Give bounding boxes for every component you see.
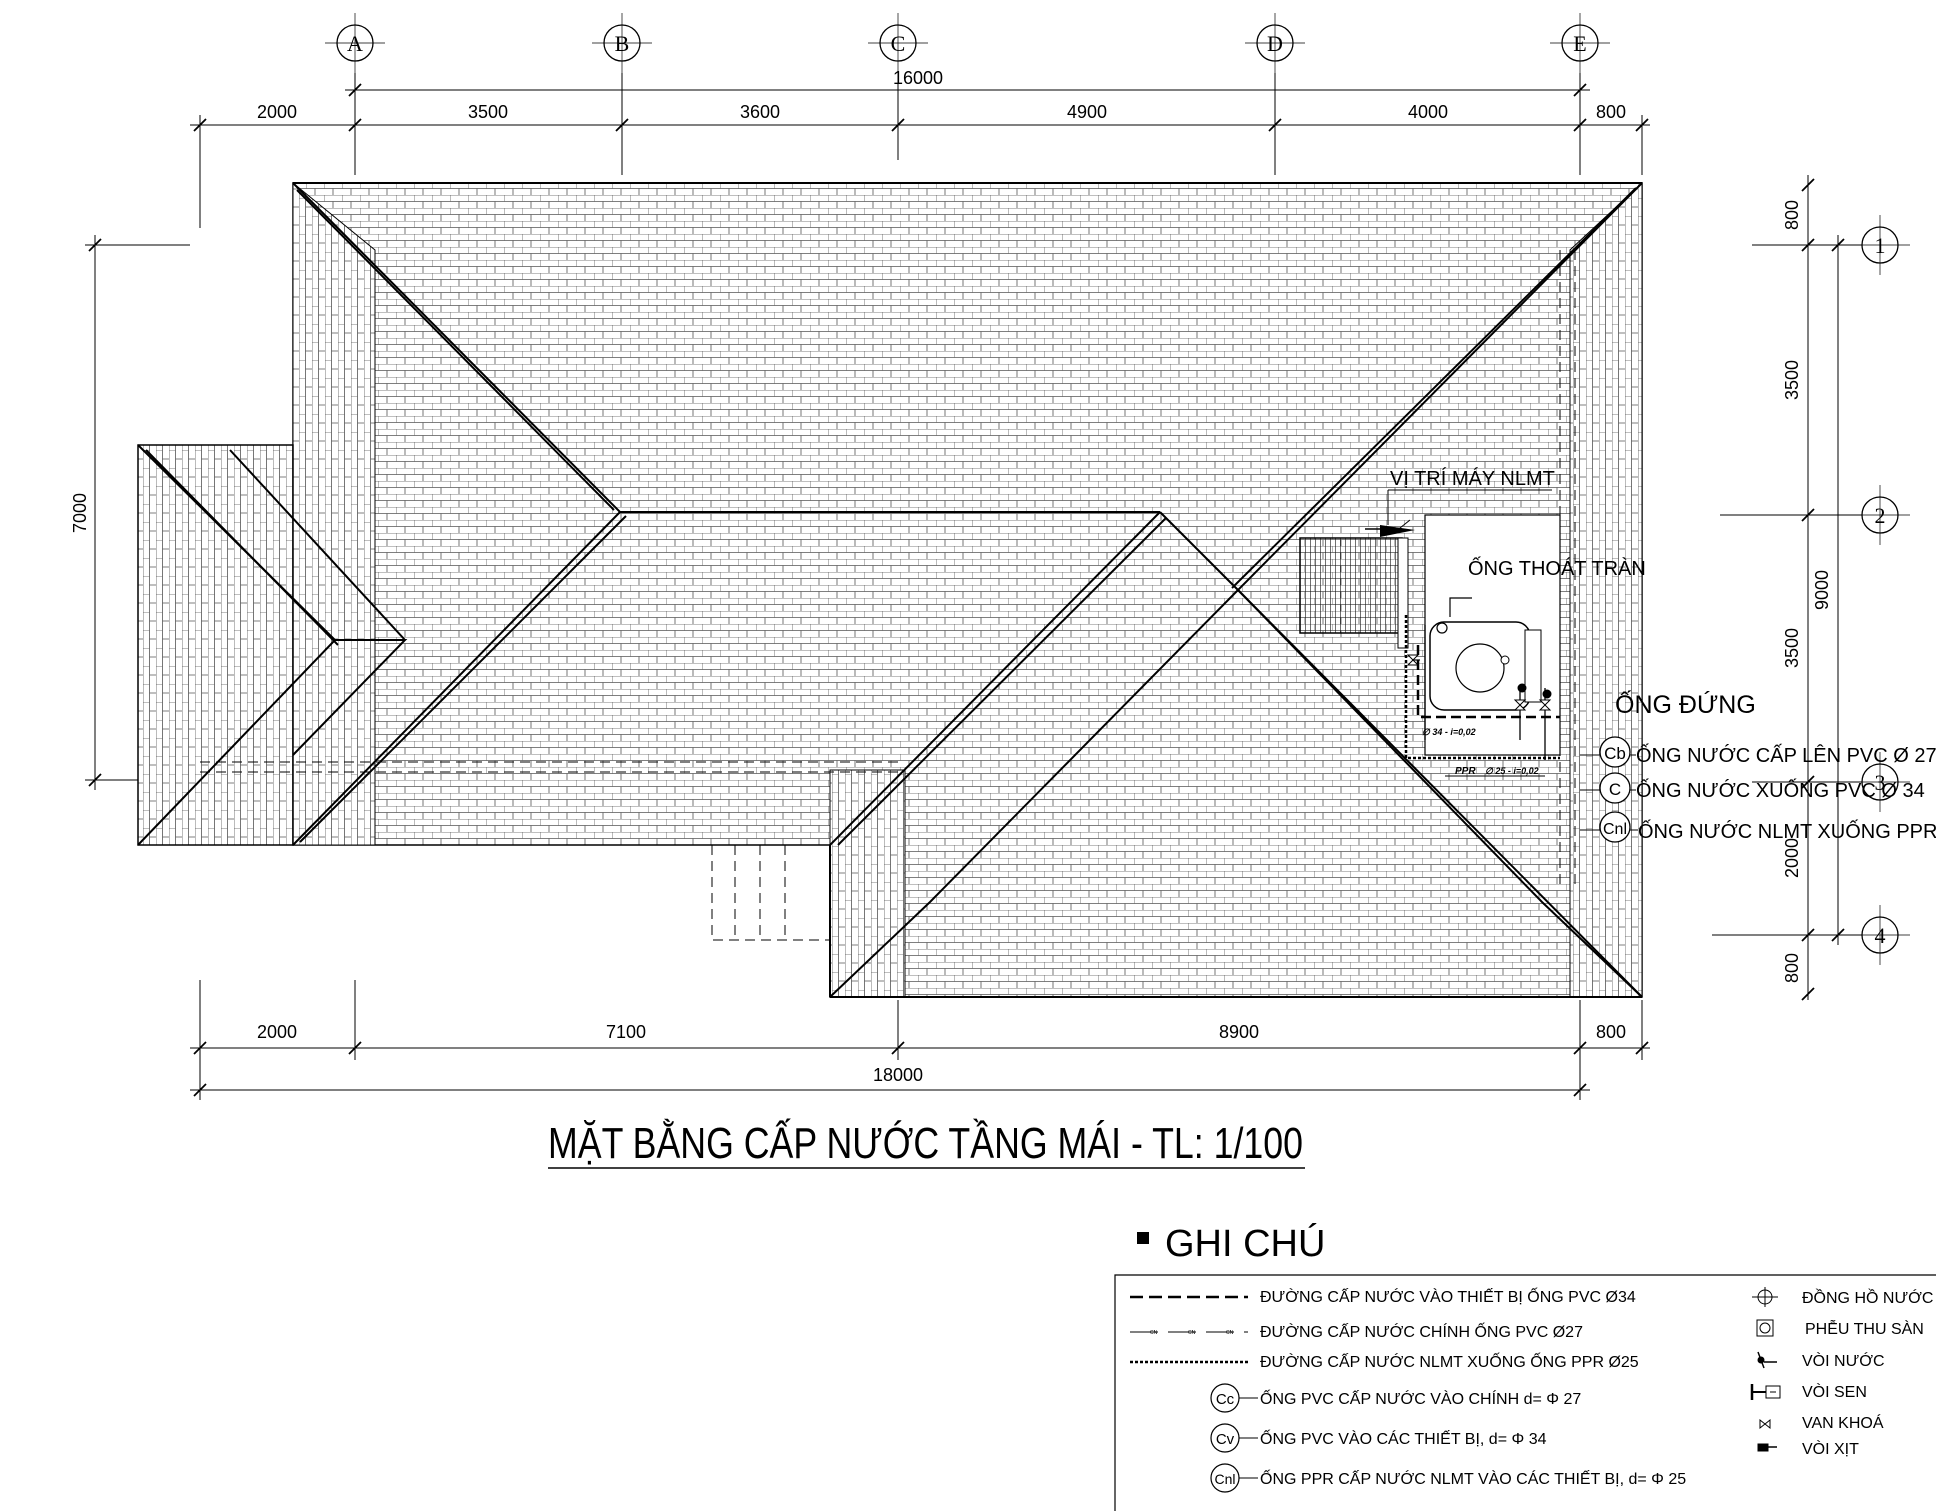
legend-code-cnl: Cnl ỐNG PPR CẤP NƯỚC NLMT VÀO CÁC THIẾT … xyxy=(1210,1463,1686,1493)
axis-label-row: 3 xyxy=(1875,770,1886,795)
dim-right-total: 9000 xyxy=(1812,570,1832,610)
dim-top-segment: 3500 xyxy=(468,102,508,122)
pipe-network xyxy=(1404,597,1560,760)
axis-label-col: E xyxy=(1573,31,1586,56)
legend-code: Cv xyxy=(1216,1431,1235,1448)
axis-bubble-A: A xyxy=(325,13,385,73)
riser-text: ỐNG NƯỚC CẤP LÊN PVC Ø 27 xyxy=(1636,743,1936,767)
dim-top-segment: 4000 xyxy=(1408,102,1448,122)
axis-label-row: 2 xyxy=(1875,503,1886,528)
axis-bubble-C: C xyxy=(868,13,928,73)
legend-line-text: ĐƯỜNG CẤP NƯỚC VÀO THIẾT BỊ ỐNG PVC Ø34 xyxy=(1260,1286,1636,1306)
legend-code: Cnl xyxy=(1214,1471,1235,1487)
dimension-labels: 16000 2000 3500 3600 4900 4000 800 2000 … xyxy=(70,68,1832,1085)
legend-symbol-text: VÒI XỊT xyxy=(1802,1439,1859,1458)
legend-line-dotted: ĐƯỜNG CẤP NƯỚC NLMT XUỐNG ỐNG PPR Ø25 xyxy=(1130,1351,1639,1371)
legend-symbol-text: ĐỒNG HỒ NƯỚC xyxy=(1802,1288,1933,1307)
pipe-slope-label: ∅ 25 - i=0,02 xyxy=(1485,766,1539,776)
dim-right-segment: 3500 xyxy=(1782,360,1802,400)
legend-code-text: ỐNG PVC VÀO CÁC THIẾT BỊ, d= Φ 34 xyxy=(1260,1428,1547,1448)
riser-code: Cb xyxy=(1604,744,1626,763)
riser-cb: Cb ỐNG NƯỚC CẤP LÊN PVC Ø 27 xyxy=(1580,736,1936,768)
legend-line-mark: CN xyxy=(1150,1330,1158,1336)
axis-label-col: B xyxy=(615,31,630,56)
riser-code: C xyxy=(1609,780,1621,799)
dim-right-segment: 800 xyxy=(1782,953,1802,983)
arrow-icon xyxy=(1380,525,1415,537)
pipe-slope-label: ∅ 34 - i=0,02 xyxy=(1422,727,1476,737)
riser-c: C ỐNG NƯỚC XUỐNG PVC Ø 34 xyxy=(1580,772,1925,804)
plan-title: MẶT BẰNG CẤP NƯỚC TẦNG MÁI - TL: 1/100 xyxy=(548,1118,1303,1168)
legend-line-mark: CN xyxy=(1226,1330,1234,1336)
dim-top-segment: 4900 xyxy=(1067,102,1107,122)
legend: GHI CHÚ ĐƯỜNG CẤP NƯỚC VÀO THIẾT BỊ ỐNG … xyxy=(1114,1222,1936,1511)
roof-outline xyxy=(137,181,1643,998)
dim-bottom-total: 18000 xyxy=(873,1065,923,1085)
dim-top-segment: 800 xyxy=(1596,102,1626,122)
axis-bubble-B: B xyxy=(592,13,652,73)
dim-right-segment: 800 xyxy=(1782,200,1802,230)
dim-top-segment: 3600 xyxy=(740,102,780,122)
dim-left-height: 7000 xyxy=(70,493,90,533)
dim-top-segment: 2000 xyxy=(257,102,297,122)
legend-line-text: ĐƯỜNG CẤP NƯỚC CHÍNH ỐNG PVC Ø27 xyxy=(1260,1321,1583,1341)
legend-code-text: ỐNG PPR CẤP NƯỚC NLMT VÀO CÁC THIẾT BỊ, … xyxy=(1260,1468,1686,1488)
legend-symbol-text: VÒI NƯỚC xyxy=(1802,1351,1885,1370)
riser-text: ỐNG NƯỚC XUỐNG PVC Ø 34 xyxy=(1636,778,1925,802)
shower-icon xyxy=(1750,1384,1781,1400)
pipe-material-label: PPR xyxy=(1455,766,1476,777)
legend-heading: GHI CHÚ xyxy=(1165,1222,1325,1265)
axis-label-col: C xyxy=(891,31,906,56)
riser-text: ỐNG NƯỚC NLMT XUỐNG PPR xyxy=(1638,819,1936,843)
dim-right-segment: 2000 xyxy=(1782,838,1802,878)
legend-symbol-text: VAN KHOÁ xyxy=(1802,1413,1884,1432)
legend-code-text: ỐNG PVC CẤP NƯỚC VÀO CHÍNH d= Φ 27 xyxy=(1260,1388,1581,1408)
axis-bubble-D: D xyxy=(1245,13,1305,73)
riser-code: Cnl xyxy=(1603,821,1627,838)
axis-label-col: D xyxy=(1267,31,1283,56)
valve-icon xyxy=(1759,1418,1771,1430)
riser-cnl: Cnl ỐNG NƯỚC NLMT XUỐNG PPR xyxy=(1580,811,1936,843)
axis-label-row: 1 xyxy=(1875,233,1886,258)
dim-bottom-segment: 7100 xyxy=(606,1022,646,1042)
plan-annotations: VỊ TRÍ MÁY NLMT ỐNG THOÁT TRÀN ∅ 34 - i=… xyxy=(1387,467,1936,843)
overflow-pipe-label: ỐNG THOÁT TRÀN xyxy=(1468,556,1646,580)
legend-line-cn: CN CN CN ĐƯỜNG CẤP NƯỚC CHÍNH ỐNG PVC Ø2… xyxy=(1130,1321,1583,1341)
dim-bottom-segment: 2000 xyxy=(257,1022,297,1042)
legend-line-dashed: ĐƯỜNG CẤP NƯỚC VÀO THIẾT BỊ ỐNG PVC Ø34 xyxy=(1130,1286,1636,1306)
axis-bubble-E: E xyxy=(1550,13,1610,73)
legend-bullet-icon xyxy=(1137,1232,1149,1244)
dim-bottom-segment: 800 xyxy=(1596,1022,1626,1042)
axis-label-row: 4 xyxy=(1875,923,1886,948)
legend-line-text: ĐƯỜNG CẤP NƯỚC NLMT XUỐNG ỐNG PPR Ø25 xyxy=(1260,1351,1639,1371)
dim-top-total: 16000 xyxy=(893,68,943,88)
risers-heading: ỐNG ĐỨNG xyxy=(1615,689,1756,719)
axis-label-col: A xyxy=(347,31,363,56)
legend-code-cc: Cc ỐNG PVC CẤP NƯỚC VÀO CHÍNH d= Φ 27 xyxy=(1210,1383,1581,1413)
axis-bubble-1: 1 xyxy=(1850,215,1910,275)
legend-symbol-text: PHỄU THU SÀN xyxy=(1805,1319,1924,1338)
water-meter-icon xyxy=(1752,1287,1778,1307)
spray-nozzle-icon xyxy=(1757,1443,1777,1452)
valve-icon xyxy=(1406,654,1552,711)
legend-code-cv: Cv ỐNG PVC VÀO CÁC THIẾT BỊ, d= Φ 34 xyxy=(1210,1423,1547,1453)
legend-code: Cc xyxy=(1216,1391,1235,1408)
legend-line-mark: CN xyxy=(1188,1330,1196,1336)
dimension-lines xyxy=(85,73,1862,1100)
legend-symbol-text: VÒI SEN xyxy=(1802,1382,1867,1401)
faucet-icon xyxy=(1757,1351,1777,1369)
solar-heater xyxy=(1299,514,1561,756)
dim-right-segment: 3500 xyxy=(1782,628,1802,668)
plan-title-block: MẶT BẰNG CẤP NƯỚC TẦNG MÁI - TL: 1/100 xyxy=(548,1118,1305,1169)
floor-drain-icon xyxy=(1756,1319,1774,1337)
dim-bottom-segment: 8900 xyxy=(1219,1022,1259,1042)
solar-position-label: VỊ TRÍ MÁY NLMT xyxy=(1390,467,1555,490)
